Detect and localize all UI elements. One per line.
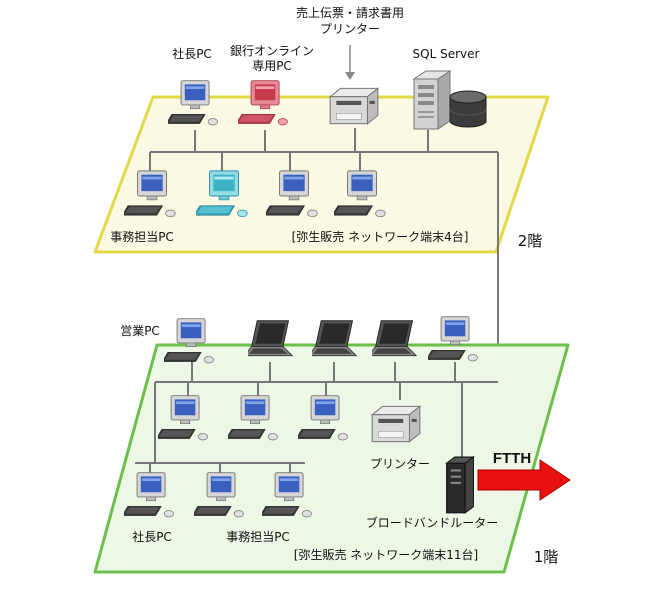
printer-arrow-head (345, 72, 355, 80)
printer-icon-2f (329, 87, 379, 125)
router-label: ブロードバンドルーター (366, 515, 499, 530)
floor2-label: 2階 (518, 232, 543, 250)
president-pc-label-1f: 社長PC (132, 529, 172, 544)
printer-icon-1f (371, 405, 421, 443)
floor1-cabling (135, 360, 498, 480)
printer-caption-line2: プリンター (320, 22, 380, 36)
database-icon (449, 90, 487, 128)
ftth-arrow (477, 459, 571, 501)
laptop-icon-2 (312, 320, 357, 357)
sql-server-label: SQL Server (413, 47, 480, 61)
sales-pc-label: 営業PC (120, 324, 160, 338)
clerk-pc-label-2f: 事務担当PC (110, 230, 174, 244)
clerk-pc-label-1f: 事務担当PC (226, 530, 290, 544)
printer-label-1f: プリンター (370, 457, 430, 471)
floor1-caption: [弥生販売 ネットワーク端末11台] (294, 547, 478, 562)
banking-pc-label-line1: 銀行オンライン (230, 44, 314, 58)
router-icon (445, 456, 475, 514)
server-icon (413, 70, 451, 130)
banking-pc-label-line2: 専用PC (252, 59, 292, 73)
president-pc-label-2f: 社長PC (172, 46, 212, 61)
floor1-label: 1階 (534, 548, 559, 566)
floor2-caption: [弥生販売 ネットワーク端末4台] (292, 229, 469, 244)
printer-caption-line1: 売上伝票・請求書用 (296, 5, 404, 20)
ftth-label: FTTH (493, 450, 531, 467)
laptop-icon-3 (372, 320, 417, 357)
laptop-icon-1 (248, 320, 293, 357)
